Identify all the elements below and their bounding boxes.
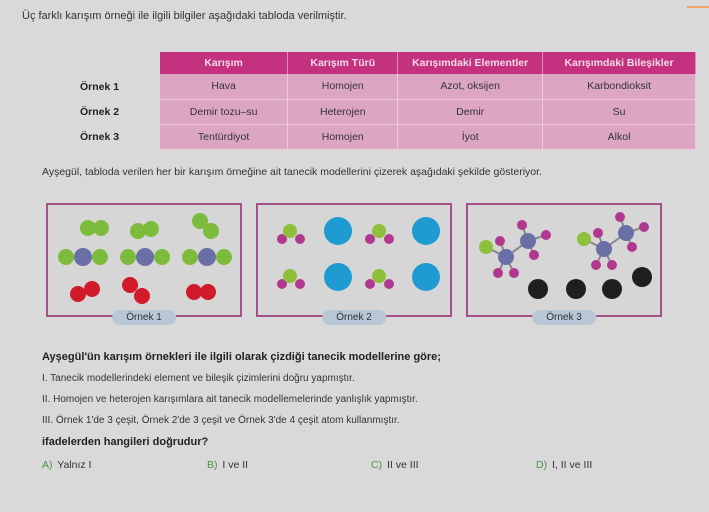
particle-model-3 [479,212,652,299]
row-label: Örnek 2 [80,105,120,118]
statement-1: I. Tanecik modellerindeki element ve bil… [42,373,355,384]
mixture-table: Karışım Karışım Türü Karışımdaki Element… [60,52,696,150]
table-header-row: Karışım Karışım Türü Karışımdaki Element… [60,52,696,74]
option-d[interactable]: D) I, II ve III [536,459,592,471]
table-cell: Heterojen [287,99,399,125]
table-row: Örnek 2 Demir tozu–su Heterojen Demir Su [60,99,696,125]
panel-label: Örnek 2 [322,310,386,325]
panel-label: Örnek 1 [112,310,176,325]
table-cell: Homojen [287,124,399,150]
iodine-atom [602,279,622,299]
table-cell: Su [542,99,696,125]
nitrogen-molecule [80,220,109,236]
table-row: Örnek 3 Tentürdiyot Homojen İyot Alkol [60,124,696,150]
table-header: Karışımdaki Elementler [397,52,544,74]
table-cell: Demir tozu–su [159,99,289,125]
water-molecule [365,269,394,289]
option-letter: A) [42,459,53,471]
row-label: Örnek 1 [80,80,120,93]
carbon-dioxide-molecule [120,248,170,266]
alcohol-molecule [577,212,649,270]
table-cell: Demir [397,99,544,125]
option-text: II ve III [387,459,419,471]
particle-model-2 [277,217,440,291]
panel-label: Örnek 3 [532,310,596,325]
option-letter: B) [207,459,218,471]
statement-3: III. Örnek 1'de 3 çeşit, Örnek 2'de 3 çe… [42,415,400,426]
table-header: Karışım [159,52,289,74]
description-text: Ayşegül, tabloda verilen her bir karışım… [42,166,542,178]
oxygen-molecule [70,281,100,302]
table-cell: Homojen [287,74,399,100]
iron-atom [324,263,352,291]
table-cell: İyot [397,124,544,150]
ask-text: ifadelerden hangileri doğrudur? [42,436,209,448]
iodine-atom [528,279,548,299]
panel-ornek-3: Örnek 3 [466,203,662,325]
option-text: Yalnız I [57,459,92,471]
iodine-atom [632,267,652,287]
oxygen-molecule [186,284,216,300]
iodine-atom [566,279,586,299]
water-molecule [277,224,305,244]
table-row: Örnek 1 Hava Homojen Azot, oksijen Karbo… [60,74,696,100]
oxygen-molecule [122,277,150,304]
table-cell: Azot, oksijen [397,74,544,100]
option-a[interactable]: A) Yalnız I [42,459,91,471]
question-text: Ayşegül'ün karışım örnekleri ile ilgili … [42,351,441,363]
nitrogen-molecule [192,213,219,239]
table-cell: Hava [159,74,289,100]
option-letter: C) [371,459,383,471]
row-label: Örnek 3 [80,130,120,143]
water-molecule [365,224,394,244]
table-cell: Tentürdiyot [159,124,289,150]
statement-2: II. Homojen ve heterojen karışımlara ait… [42,394,418,405]
option-text: I, II ve III [552,459,593,471]
water-molecule [277,269,305,289]
iron-atom [412,263,440,291]
iron-atom [324,217,352,245]
table-cell: Alkol [542,124,696,150]
option-c[interactable]: C) II ve III [371,459,419,471]
particle-model-1 [58,213,232,304]
table-header: Karışım Türü [287,52,399,74]
alcohol-molecule [479,220,551,278]
nitrogen-molecule [130,221,159,239]
table-cell: Karbondioksit [542,74,696,100]
table-header: Karışımdaki Bileşikler [542,52,696,74]
corner-accent-line [687,6,709,8]
option-b[interactable]: B) I ve II [207,459,248,471]
option-letter: D) [536,459,548,471]
carbon-dioxide-molecule [182,248,232,266]
intro-text: Üç farklı karışım örneği ile ilgili bilg… [22,10,347,22]
panel-ornek-2: Örnek 2 [256,203,452,325]
table-corner-cell [60,52,160,74]
iron-atom [412,217,440,245]
carbon-dioxide-molecule [58,248,108,266]
option-text: I ve II [222,459,249,471]
panel-ornek-1: Örnek 1 [46,203,242,325]
